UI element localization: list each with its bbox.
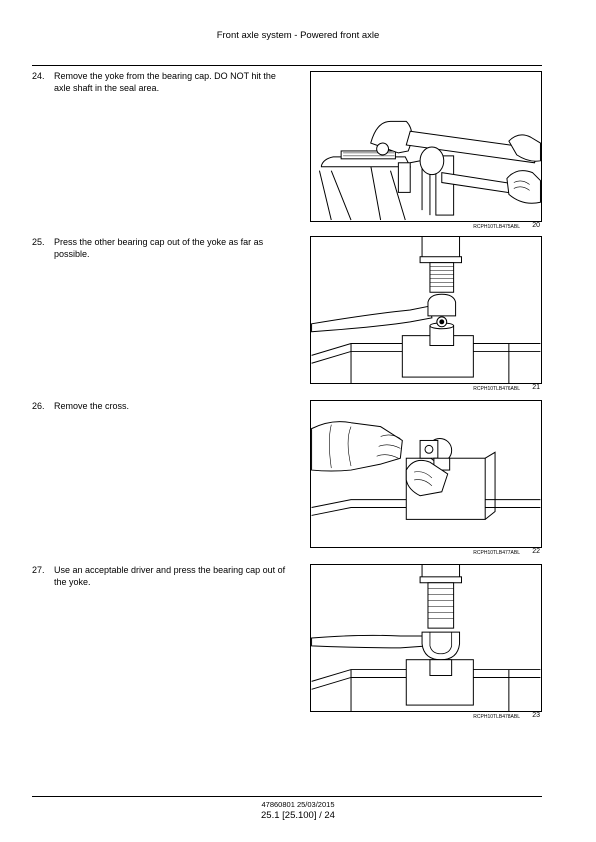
figure-22 (310, 400, 542, 548)
footer-page-number: 25.1 [25.100] / 24 (261, 810, 335, 821)
page-header-title: Front axle system - Powered front axle (216, 30, 380, 41)
figure-caption-21: RCPH10TLB476ABL 21 (310, 384, 542, 394)
figure-caption-22: RCPH10TLB477ABL 22 (310, 548, 542, 558)
figure-20 (310, 71, 542, 222)
step-number: 24. (32, 71, 45, 81)
figure-caption-20: RCPH10TLB475ABL 20 (310, 222, 542, 232)
step-text: Remove the yoke from the bearing cap. DO… (54, 71, 276, 93)
yoke-removal-illustration (318, 120, 541, 221)
figure-23 (310, 564, 542, 712)
figure-caption-23: RCPH10TLB478ABL 23 (310, 712, 542, 722)
figure-number: 21 (532, 384, 540, 391)
driver-press-illustration (311, 565, 541, 711)
step-number: 25. (32, 237, 45, 247)
step-number: 27. (32, 565, 45, 575)
step-text: Use an acceptable driver and press the b… (54, 565, 286, 587)
press-bearing-cap-illustration (311, 237, 541, 383)
footer-rule (32, 796, 542, 797)
remove-cross-illustration (311, 421, 541, 520)
figure-reference: RCPH10TLB477ABL (473, 550, 520, 556)
step-text: Remove the cross. (54, 401, 130, 411)
figure-number: 20 (532, 222, 540, 229)
step-text: Press the other bearing cap out of the y… (54, 237, 264, 259)
figure-number: 23 (532, 712, 540, 719)
figure-reference: RCPH10TLB478ABL (473, 714, 520, 720)
figure-21 (310, 236, 542, 384)
step-number: 26. (32, 401, 45, 411)
figure-number: 22 (532, 548, 540, 555)
header-rule (32, 65, 542, 66)
figure-reference: RCPH10TLB475ABL (473, 224, 520, 230)
figure-reference: RCPH10TLB476ABL (473, 386, 520, 392)
footer-document-id: 47860801 25/03/2015 (261, 800, 335, 809)
